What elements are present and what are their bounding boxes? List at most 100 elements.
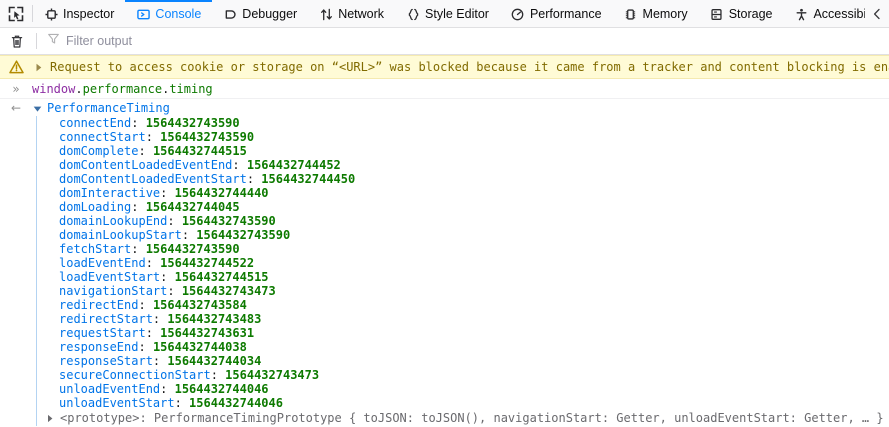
- object-property-row[interactable]: connectEnd: 1564432743590: [37, 116, 881, 130]
- object-property-list: connectEnd: 1564432743590 connectStart: …: [36, 116, 884, 426]
- property-value: 1564432743473: [181, 284, 276, 298]
- property-key: redirectEnd: [59, 298, 139, 312]
- chevron-left-icon[interactable]: [865, 0, 889, 27]
- trash-icon[interactable]: [4, 30, 30, 52]
- object-property-row[interactable]: loadEventEnd: 1564432744522: [37, 256, 881, 270]
- property-key: secureConnectionStart: [59, 368, 211, 382]
- tab-style-editor[interactable]: Style Editor: [395, 0, 500, 27]
- console-result-message[interactable]: ← PerformanceTiming connectEnd: 15644327…: [0, 99, 889, 427]
- object-property-row[interactable]: loadEventStart: 1564432744515: [37, 270, 881, 284]
- object-header[interactable]: PerformanceTiming: [32, 101, 881, 116]
- storage-icon: [710, 8, 724, 22]
- code-token-window: window: [32, 82, 76, 96]
- property-separator: :: [232, 158, 247, 172]
- console-output[interactable]: Request to access cookie or storage on “…: [0, 55, 889, 427]
- console-filter-toolbar: Filter output: [0, 28, 889, 55]
- console-message-warning[interactable]: Request to access cookie or storage on “…: [0, 55, 889, 79]
- triangle-right-icon[interactable]: [34, 62, 44, 72]
- object-property-row[interactable]: connectStart: 1564432743590: [37, 130, 881, 144]
- property-separator: :: [210, 368, 226, 382]
- property-key: fetchStart: [59, 242, 132, 256]
- property-separator: :: [145, 256, 161, 270]
- property-value: 1564432743483: [167, 312, 262, 326]
- tab-accessibility-label: Accessibility: [813, 7, 865, 22]
- return-arrow-icon: ←: [10, 101, 22, 115]
- tab-debugger-label: Debugger: [242, 7, 298, 22]
- object-type-name: PerformanceTiming: [47, 101, 170, 115]
- property-value: 1564432744450: [261, 172, 356, 186]
- object-prototype-row[interactable]: <prototype>: PerformanceTimingPrototype …: [37, 410, 884, 426]
- code-token-timing: timing: [169, 82, 213, 96]
- property-separator: :: [181, 228, 197, 242]
- tab-storage[interactable]: Storage: [699, 0, 784, 27]
- inspector-icon: [44, 8, 58, 22]
- element-picker-icon[interactable]: [0, 0, 32, 27]
- filter-divider: [36, 33, 37, 49]
- console-input-echo[interactable]: » window.performance.timing: [0, 79, 889, 99]
- tab-accessibility[interactable]: Accessibility: [783, 0, 865, 27]
- object-property-row[interactable]: responseEnd: 1564432744038: [37, 340, 881, 354]
- property-separator: :: [160, 382, 175, 396]
- object-property-row[interactable]: domInteractive: 1564432744440: [37, 186, 881, 200]
- object-property-row[interactable]: responseStart: 1564432744034: [37, 354, 881, 368]
- property-value: 1564432744046: [189, 396, 283, 410]
- triangle-right-icon[interactable]: [45, 413, 55, 423]
- devtools-toolbar: Inspector Console Debugger Network: [0, 0, 889, 28]
- tab-inspector-label: Inspector: [63, 7, 115, 22]
- property-value: 1564432743590: [145, 116, 240, 130]
- style-editor-icon: [406, 8, 420, 22]
- object-property-row[interactable]: unloadEventEnd: 1564432744046: [37, 382, 881, 396]
- object-property-row[interactable]: redirectEnd: 1564432743584: [37, 298, 881, 312]
- property-separator: :: [152, 354, 168, 368]
- object-property-row[interactable]: requestStart: 1564432743631: [37, 326, 881, 340]
- property-value: 1564432744045: [145, 200, 240, 214]
- property-value: 1564432744515: [152, 144, 247, 158]
- property-separator: :: [160, 270, 175, 284]
- warning-triangle-icon: [8, 59, 24, 75]
- property-separator: :: [138, 144, 153, 158]
- property-value: 1564432743631: [160, 326, 255, 340]
- object-property-row[interactable]: domContentLoadedEventStart: 156443274445…: [37, 172, 881, 186]
- tab-memory[interactable]: Memory: [613, 0, 699, 27]
- property-value: 1564432743590: [196, 228, 291, 242]
- performance-icon: [511, 8, 525, 22]
- property-separator: :: [131, 200, 146, 214]
- tab-performance[interactable]: Performance: [500, 0, 613, 27]
- triangle-down-icon[interactable]: [32, 104, 42, 114]
- code-token-dot-1: .: [75, 82, 83, 96]
- property-value: 1564432744038: [152, 340, 247, 354]
- object-property-row[interactable]: fetchStart: 1564432743590: [37, 242, 881, 256]
- object-property-row[interactable]: domainLookupStart: 1564432743590: [37, 228, 881, 242]
- property-key: redirectStart: [59, 312, 153, 326]
- object-inspector: PerformanceTiming connectEnd: 1564432743…: [32, 101, 884, 426]
- property-value: 1564432744452: [246, 158, 341, 172]
- property-value: 1564432743473: [225, 368, 320, 382]
- filter-input[interactable]: Filter output: [43, 32, 889, 50]
- tab-network[interactable]: Network: [308, 0, 395, 27]
- property-separator: :: [152, 312, 168, 326]
- tab-style-editor-label: Style Editor: [425, 7, 489, 22]
- console-input-code: window.performance.timing: [32, 82, 213, 97]
- tab-debugger[interactable]: Debugger: [212, 0, 308, 27]
- object-property-row[interactable]: navigationStart: 1564432743473: [37, 284, 881, 298]
- object-property-row[interactable]: unloadEventStart: 1564432744046: [37, 396, 881, 410]
- object-property-row[interactable]: domLoading: 1564432744045: [37, 200, 881, 214]
- object-property-row[interactable]: domComplete: 1564432744515: [37, 144, 881, 158]
- property-separator: :: [167, 214, 182, 228]
- input-prompt-icon: »: [12, 82, 20, 96]
- property-key: unloadEventEnd: [59, 382, 161, 396]
- property-value: 1564432744515: [174, 270, 269, 284]
- property-key: domLoading: [59, 200, 132, 214]
- object-property-row[interactable]: secureConnectionStart: 1564432743473: [37, 368, 881, 382]
- tab-console[interactable]: Console: [125, 0, 213, 27]
- property-separator: :: [160, 186, 175, 200]
- network-icon: [319, 8, 333, 22]
- object-property-row[interactable]: redirectStart: 1564432743483: [37, 312, 881, 326]
- object-property-row[interactable]: domainLookupEnd: 1564432743590: [37, 214, 881, 228]
- object-property-row[interactable]: domContentLoadedEventEnd: 1564432744452: [37, 158, 881, 172]
- property-separator: :: [174, 396, 190, 410]
- property-value: 1564432744034: [167, 354, 262, 368]
- property-value: 1564432744440: [174, 186, 269, 200]
- tab-inspector[interactable]: Inspector: [33, 0, 125, 27]
